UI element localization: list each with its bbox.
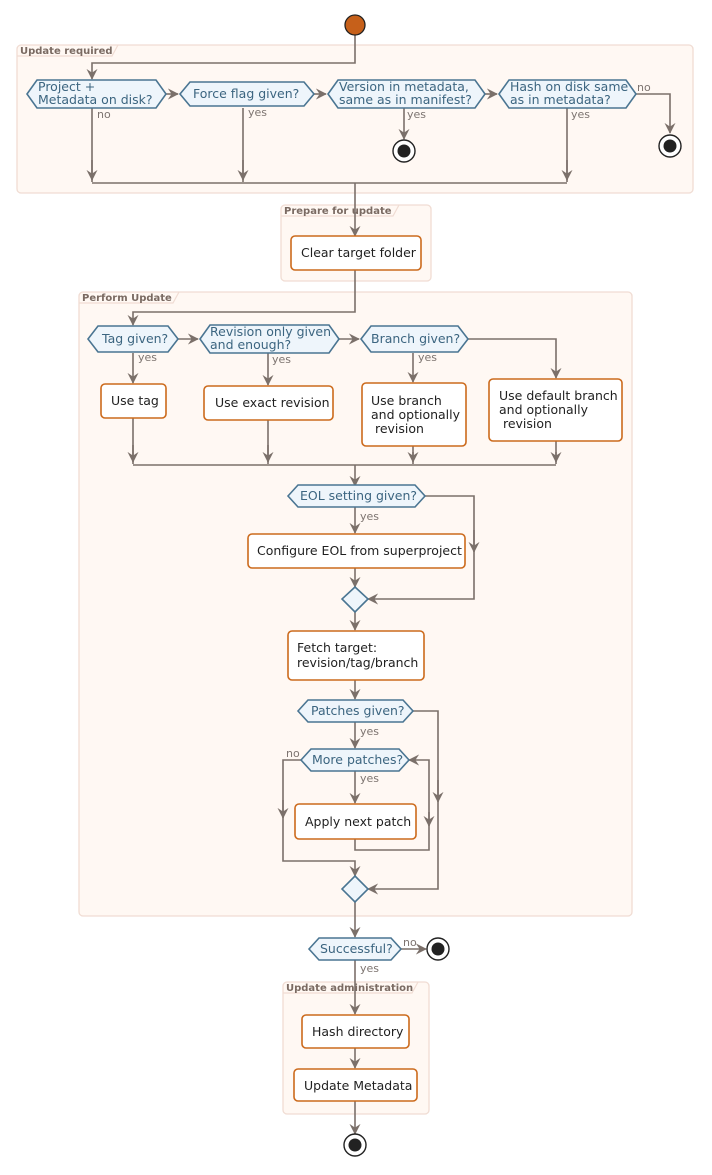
decision-text: Force flag given? [193,86,299,101]
decision-text: More patches? [312,752,403,767]
partition-update-required: Update required [16,44,694,194]
action-text: Hash directory [312,1024,404,1039]
decision-text: Hash on disk same [510,79,628,94]
action-text: Use branch [371,393,442,408]
edge-label-yes: yes [138,351,157,364]
action-update-metadata: Update Metadata [293,1068,418,1102]
action-text: Configure EOL from superproject [257,543,462,558]
decision-text: Successful? [320,941,393,956]
edge-label-no: no [403,936,417,949]
action-hash-directory: Hash directory [301,1014,410,1049]
edge-label-no: no [637,81,651,94]
action-text: and optionally [499,402,589,417]
decision-branch-given: Branch given? [359,325,470,353]
decision-text: same as in manifest? [339,92,472,107]
decision-revision-only: Revision only given and enough? [199,324,340,354]
start-node [344,14,366,36]
partition-title: Perform Update [82,293,172,304]
action-clear-target: Clear target folder [290,235,422,271]
edge-label-yes: yes [360,725,379,738]
decision-text: Tag given? [101,331,168,346]
action-fetch-target: Fetch target: revision/tag/branch [287,630,425,681]
decision-text: Revision only given [210,324,331,339]
edge-labels: no yes yes yes no yes yes yes yes yes ye… [97,81,651,975]
end-node [426,937,450,961]
end-node [343,1133,367,1157]
action-use-tag: Use tag [100,383,167,419]
flow-lines [86,35,676,1135]
action-text: revision/tag/branch [297,655,418,670]
end-node [392,139,416,163]
edge-label-yes: yes [407,108,426,121]
decision-more-patches: More patches? [299,748,411,772]
edge-label-no: no [97,108,111,121]
decision-successful: Successful? [307,937,403,961]
action-configure-eol: Configure EOL from superproject [247,533,466,569]
partition-title: Prepare for update [284,206,392,217]
edge-label-yes: yes [360,510,379,523]
action-text: revision [371,421,424,436]
decision-text: Patches given? [311,703,405,718]
decision-force-flag: Force flag given? [178,81,316,107]
action-use-exact-revision: Use exact revision [203,385,334,421]
action-text: Clear target folder [301,245,417,260]
action-text: and optionally [371,407,461,422]
decision-text: Project + [38,79,95,94]
decision-version-metadata: Version in metadata, same as in manifest… [327,79,486,109]
edge-label-yes: yes [360,772,379,785]
action-text: Update Metadata [304,1078,412,1093]
partition-title: Update administration [286,983,413,994]
decision-text: Version in metadata, [339,79,469,94]
decision-text: EOL setting given? [300,488,417,503]
action-use-default-branch: Use default branch and optionally revisi… [488,378,623,442]
end-node [658,134,682,158]
edge-label-no: no [286,747,300,760]
action-apply-patch: Apply next patch [294,803,417,840]
action-use-branch: Use branch and optionally revision [361,382,467,447]
edge-label-yes: yes [571,108,590,121]
edge-label-yes: yes [360,962,379,975]
partition-title: Update required [20,46,113,57]
action-text: Use default branch [499,388,618,403]
edge-label-yes: yes [272,353,291,366]
action-text: revision [499,416,552,431]
merge-diamond [340,585,370,614]
action-text: Use exact revision [215,395,330,410]
decision-text: as in metadata? [510,92,611,107]
decision-project-metadata: Project + Metadata on disk? [26,79,167,109]
decision-eol-given: EOL setting given? [286,484,427,508]
decision-text: and enough? [210,337,291,352]
decision-hash-disk: Hash on disk same as in metadata? [498,79,637,109]
decision-tag-given: Tag given? [86,325,180,353]
edge-label-yes: yes [418,351,437,364]
decision-text: Metadata on disk? [38,92,153,107]
decision-text: Branch given? [371,331,460,346]
action-text: Use tag [111,393,159,408]
edge-label-yes: yes [248,106,267,119]
decision-patches-given: Patches given? [296,699,415,723]
action-text: Apply next patch [305,814,411,829]
action-text: Fetch target: [297,640,377,655]
merge-diamond [340,874,370,904]
